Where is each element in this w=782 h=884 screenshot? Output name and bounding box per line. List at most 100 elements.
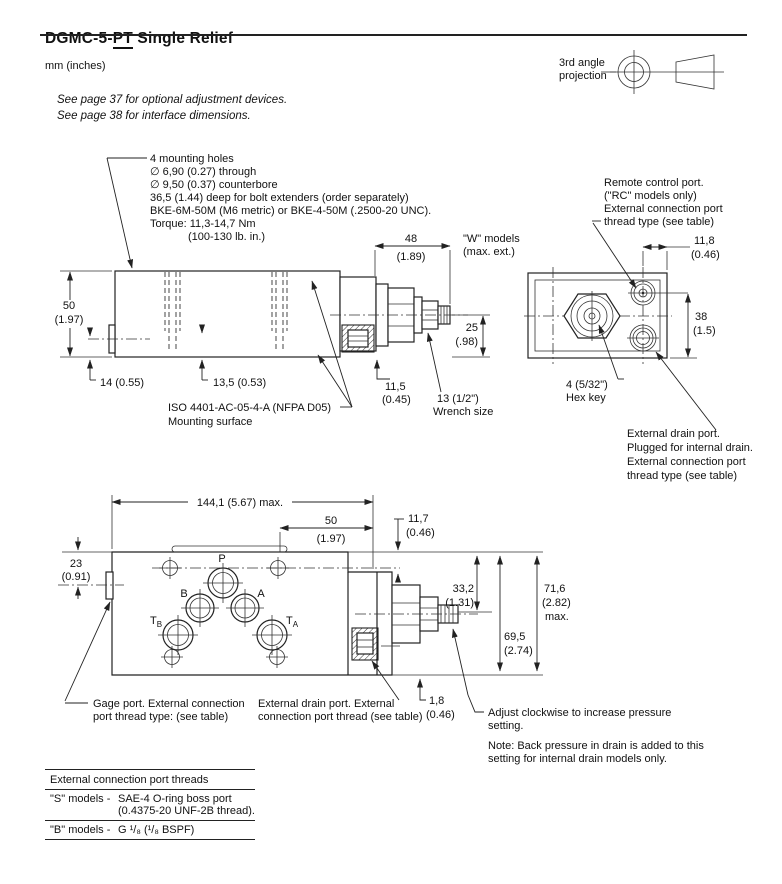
dim-11-8-inches: (0.46): [691, 249, 720, 261]
dim-13-5-label: 13,5 (0.53): [213, 377, 266, 389]
s-models-label: "S" models -: [50, 793, 111, 805]
gage-note-line2: port thread type: (see table): [93, 711, 228, 723]
dim-1-8-value: 1,8: [429, 695, 444, 707]
dim-50b-inches: (1.97): [317, 533, 346, 545]
remote-port-callout: Remote control port. ("RC" models only) …: [592, 177, 723, 289]
remote-note-line2: ("RC" models only): [604, 190, 697, 202]
s-models-value-line2: (0.4375-20 UNF-2B thread).: [118, 805, 255, 817]
dim-1-8: 1,8 (0.46): [417, 678, 455, 721]
remote-note-line4: thread type (see table): [604, 216, 714, 228]
end-drain-callout: External drain port. Plugged for interna…: [627, 351, 753, 482]
bottom-drain-line1: External drain port. External: [258, 698, 394, 710]
port-ta: [252, 615, 292, 655]
dim-13-5: 13,5 (0.53): [199, 324, 266, 389]
dim-14: 14 (0.55): [87, 327, 144, 389]
dim-25-inches: (.98): [455, 336, 478, 348]
end-view-body: [527, 272, 668, 359]
wrench-size-line1: 13 (1/2"): [437, 393, 479, 405]
wrench-size-line2: Wrench size: [433, 406, 493, 418]
end-drain-line4: thread type (see table): [627, 470, 737, 482]
side-view-drawing: 4 mounting holes ∅ 6,90 (0.27) through ∅…: [55, 153, 521, 428]
gage-port-callout: Gage port. External connection port thre…: [64, 601, 245, 723]
mounting-holes-note: 4 mounting holes ∅ 6,90 (0.27) through ∅…: [106, 153, 431, 269]
drain-plug-bottom: [351, 627, 400, 661]
projection-label-line2: projection: [559, 70, 607, 82]
mounting-hole: [161, 646, 183, 668]
port-tb: [158, 615, 198, 655]
remote-control-port: [628, 280, 688, 306]
dim-11-8-value: 11,8: [694, 235, 715, 247]
dim-48-w-models: 48 (1.89) "W" models (max. ext.): [374, 233, 520, 304]
port-face: P B A TB TA: [150, 553, 400, 668]
projection-label-line1: 3rd angle: [559, 57, 605, 69]
dim-11-7: 11,7 (0.46): [394, 513, 435, 583]
drain-plug-side: [341, 324, 375, 353]
gage-port-tab-bottom: 23 (0.91): [58, 537, 124, 600]
mounting-hole-hidden-lines: [164, 272, 288, 352]
dim-38: 38 (1.5): [670, 293, 716, 359]
mounting-note-line5: BKE-6M-50M (M6 metric) or BKE-4-50M (.25…: [150, 205, 431, 217]
table-row: "B" models - G ¹/₈ (¹/₈ BSPF): [45, 821, 255, 839]
mounting-note-line1: 4 mounting holes: [150, 153, 234, 165]
dim-11-5-value: 11,5: [385, 381, 406, 393]
hex-key-line2: Hex key: [566, 392, 606, 404]
dim-144-1-label: 144,1 (5.67) max.: [197, 497, 283, 509]
w-models-line2: (max. ext.): [463, 246, 515, 258]
dim-33-2: 33,2 (1.31): [445, 555, 492, 613]
valve-body-bottom: [111, 545, 543, 676]
adjust-note-line2: setting.: [488, 720, 523, 732]
dim-38-value: 38: [695, 311, 707, 323]
port-ta-label: TA: [286, 615, 299, 629]
dim-11-5-inches: (0.45): [382, 394, 411, 406]
port-p: [203, 563, 243, 603]
bottom-view-drawing: 144,1 (5.67) max. 50 (1.97) 11,7 (0.46): [58, 494, 704, 765]
units-note: mm (inches): [45, 60, 106, 72]
dim-25-value: 25: [466, 322, 478, 334]
dim-48-value: 48: [405, 233, 417, 245]
b-models-label: "B" models -: [50, 824, 111, 836]
b-models-value: G ¹/₈ (¹/₈ BSPF): [118, 824, 195, 836]
iso-mounting-note: ISO 4401-AC-05-4-A (NFPA D05) Mounting s…: [168, 280, 353, 428]
end-drain-line3: External connection port: [627, 456, 746, 468]
pressure-adjuster-side: [330, 276, 468, 353]
end-drain-line2: Plugged for internal drain.: [627, 442, 753, 454]
port-p-label: P: [218, 553, 225, 565]
dim-11-7-inches: (0.46): [406, 527, 435, 539]
reference-note-2: See page 38 for interface dimensions.: [57, 109, 251, 122]
mounting-note-line4: 36,5 (1.44) deep for bolt extenders (ord…: [150, 192, 409, 204]
gage-note-line1: Gage port. External connection: [93, 698, 245, 710]
reference-note-1: See page 37 for optional adjustment devi…: [57, 94, 288, 106]
hex-key-callout: 4 (5/32") Hex key: [566, 324, 624, 404]
dim-69-5-inches: (2.74): [504, 645, 533, 657]
mounting-hole: [159, 557, 181, 579]
dim-11-8: 11,8 (0.46): [642, 235, 720, 270]
reference-notes: See page 37 for optional adjustment devi…: [57, 93, 287, 124]
port-a-label: A: [257, 588, 265, 600]
back-pressure-note-line1: Note: Back pressure in drain is added to…: [488, 740, 704, 752]
third-angle-projection-icon: [601, 50, 724, 94]
dim-50-value: 50: [63, 300, 75, 312]
dim-71-6-inches: (2.82): [542, 597, 571, 609]
table-row: "S" models - SAE-4 O-ring boss port (0.4…: [45, 790, 255, 820]
dim-69-5: 69,5 (2.74): [497, 555, 533, 672]
bottom-drain-line2: connection port thread (see table): [258, 711, 423, 723]
mounting-note-line3: ∅ 9,50 (0.37) counterbore: [150, 179, 278, 191]
dim-25: 25 (.98): [452, 314, 490, 358]
dim-33-2-value: 33,2: [453, 583, 474, 595]
dim-23-value: 23: [70, 558, 82, 570]
dim-50-bottom: 50 (1.97): [279, 515, 374, 562]
adjuster-hex-end: [563, 291, 621, 341]
remote-note-line1: Remote control port.: [604, 177, 704, 189]
remote-note-line3: External connection port: [604, 203, 723, 215]
s-models-value: SAE-4 O-ring boss port (0.4375-20 UNF-2B…: [118, 793, 255, 817]
adjust-callout: Adjust clockwise to increase pressure se…: [451, 628, 704, 765]
hex-key-line1: 4 (5/32"): [566, 379, 608, 391]
valve-body-side: [88, 270, 341, 358]
pressure-adjuster-bottom: [351, 584, 478, 661]
thread-table-header: External connection port threads: [50, 774, 209, 786]
dim-33-2-inches: (1.31): [445, 597, 474, 609]
dim-1-8-inches: (0.46): [426, 709, 455, 721]
mounting-note-line7: (100-130 lb. in.): [188, 231, 265, 243]
